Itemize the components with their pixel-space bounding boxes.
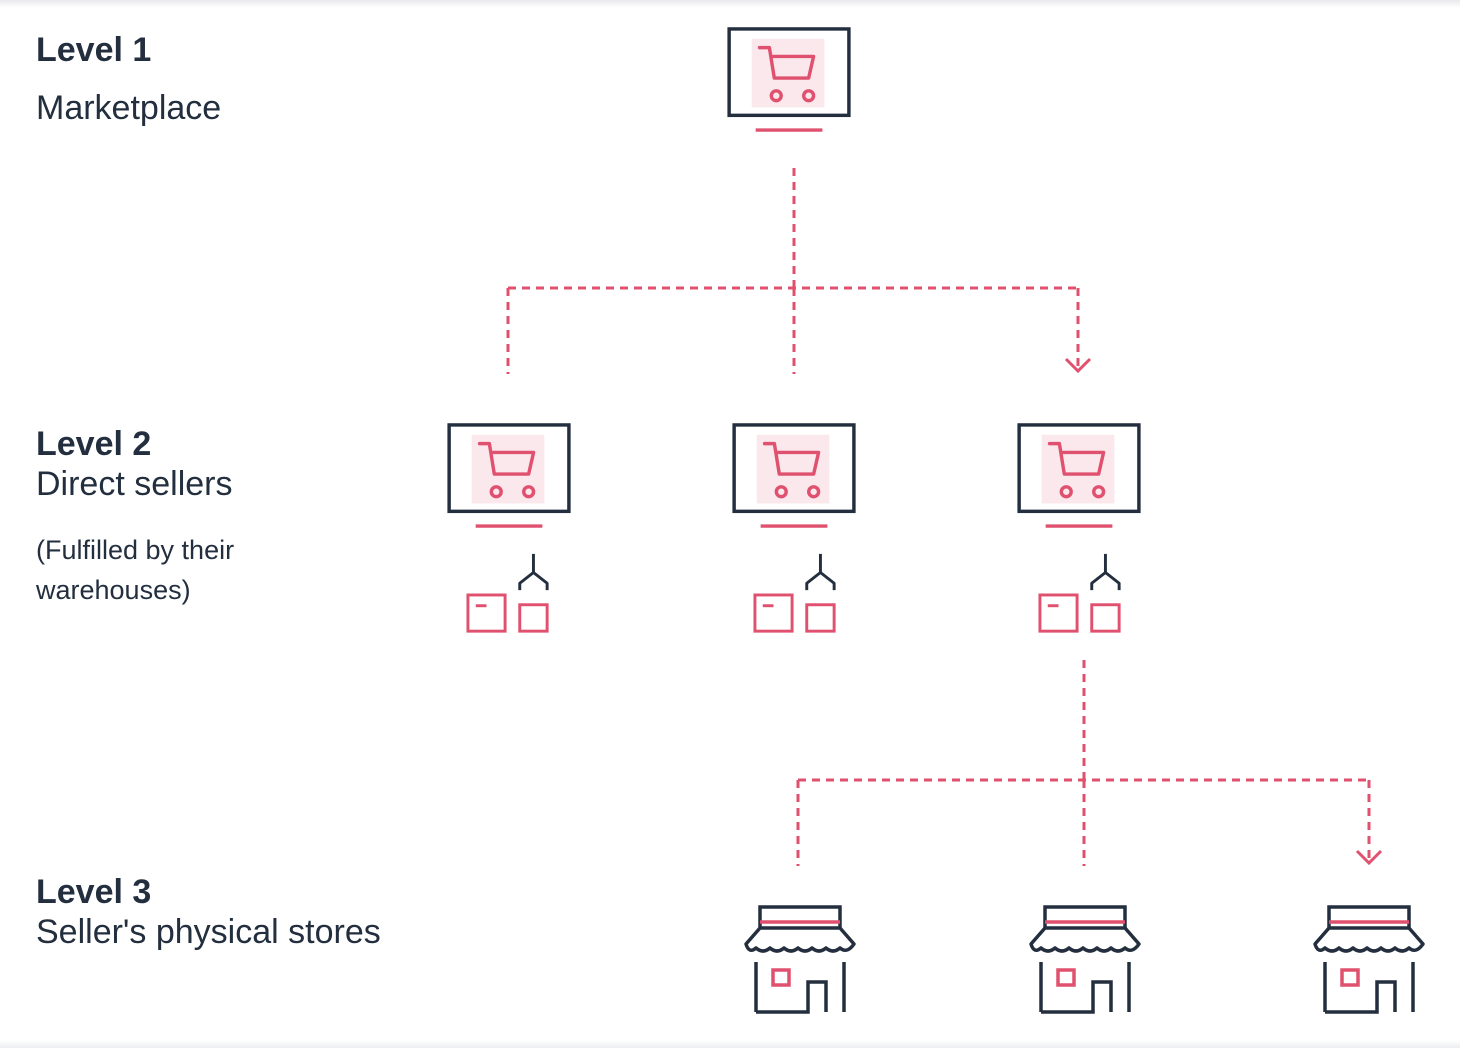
level-2-note: (Fulfilled by their warehouses) (36, 535, 235, 605)
level-2-description: Direct sellers (36, 465, 233, 503)
level-3-label: Level 3 Seller's physical stores (36, 872, 381, 952)
seller-2-warehouse-icon (753, 552, 836, 633)
seller-1-warehouse-icon (466, 552, 549, 633)
arrowhead-icon (1355, 849, 1383, 866)
level-3-description: Seller's physical stores (36, 913, 381, 951)
seller-3-warehouse-icon (1038, 552, 1121, 633)
top-edge-shadow (0, 0, 1460, 8)
level-1-label: Level 1 Marketplace (36, 30, 221, 128)
level-1-title: Level 1 (36, 31, 152, 69)
store-1-storefront-icon (744, 905, 856, 1014)
seller-2-cart-monitor-icon (732, 423, 856, 528)
seller-3-cart-monitor-icon (1017, 423, 1141, 528)
bottom-edge-shadow (0, 1040, 1460, 1048)
store-3-storefront-icon (1313, 905, 1425, 1014)
seller-1-cart-monitor-icon (447, 423, 571, 528)
marketplace-cart-monitor-icon (727, 27, 851, 132)
level-1-description: Marketplace (36, 89, 222, 127)
level-3-title: Level 3 (36, 873, 152, 911)
level-2-title: Level 2 (36, 425, 152, 463)
connector-level2-level3 (796, 660, 1371, 866)
level-2-label: Level 2 Direct sellers (Fulfilled by the… (36, 424, 296, 610)
store-2-storefront-icon (1029, 905, 1141, 1014)
arrowhead-icon (1064, 357, 1092, 374)
connector-level1-level2 (506, 168, 1080, 374)
